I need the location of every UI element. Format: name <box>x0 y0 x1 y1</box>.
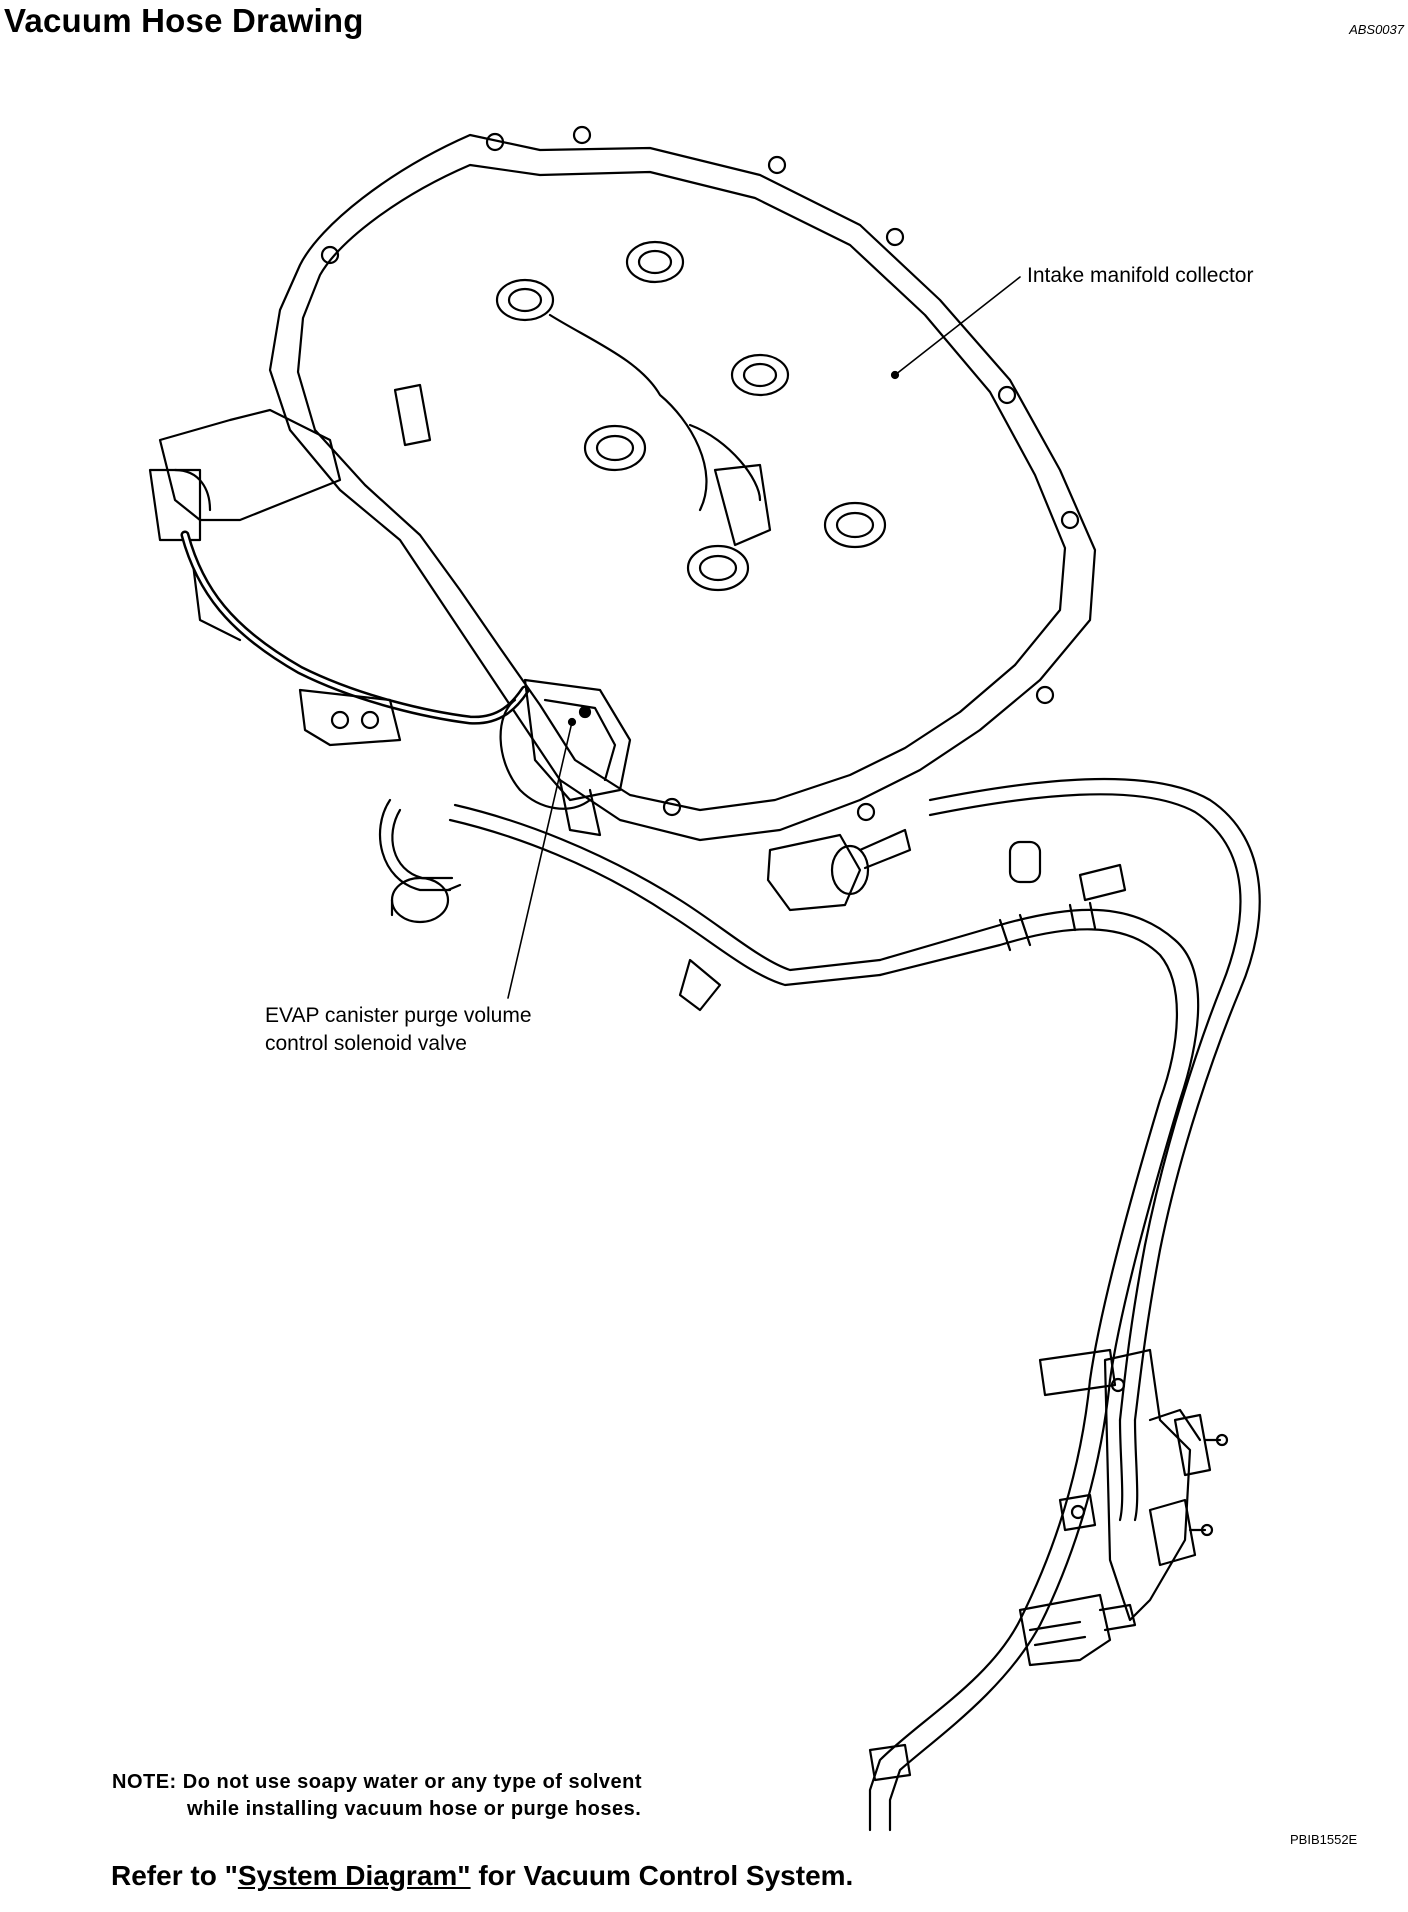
refer-prefix: Refer to " <box>111 1860 238 1891</box>
hose-clamp <box>1038 1348 1117 1397</box>
refer-line: Refer to "System Diagram" for Vacuum Con… <box>111 1860 853 1892</box>
bolt-8 <box>856 802 876 822</box>
note: NOTE: Do not use soapy water or any type… <box>112 1769 642 1823</box>
solenoid-bracket <box>1103 1348 1192 1622</box>
refer-suffix: for Vacuum Control System. <box>470 1860 854 1891</box>
label-evap-line-2: control solenoid valve <box>265 1032 467 1055</box>
vacuum-hose-main-1 <box>878 908 1200 1382</box>
label-evap-line-1: EVAP canister purge volume <box>265 1004 532 1027</box>
connector-lower <box>1018 1593 1112 1667</box>
figure-code: PBIB1552E <box>1290 1832 1358 1847</box>
bolt-6 <box>1060 510 1080 530</box>
connector-left <box>390 876 450 924</box>
bolt-2 <box>572 125 592 145</box>
fuel-fitting <box>766 833 862 912</box>
note-line-1: NOTE: Do not use soapy water or any type… <box>112 1771 643 1793</box>
bolt-4 <box>885 227 905 247</box>
label-intake-manifold-collector: Intake manifold collector <box>1027 264 1254 287</box>
bolt-1 <box>485 132 505 152</box>
vacuum-hose-main-2 <box>928 777 1261 1422</box>
bolt-10 <box>320 245 340 265</box>
bolt-3 <box>767 155 787 175</box>
bolt-9 <box>662 797 682 817</box>
solenoid-lower <box>1148 1498 1197 1567</box>
leader-evap <box>507 721 573 999</box>
system-diagram-link[interactable]: System Diagram" <box>237 1860 471 1891</box>
intake-manifold-outline <box>268 133 1097 842</box>
note-line-2: while installing vacuum hose or purge ho… <box>187 1798 642 1820</box>
evap-solenoid-valve <box>523 678 632 802</box>
bolt-7 <box>1035 685 1055 705</box>
leader-intake <box>894 276 1021 376</box>
solenoid-upper <box>1173 1413 1212 1477</box>
page-title: Vacuum Hose Drawing <box>4 2 364 39</box>
bolt-5 <box>997 385 1017 405</box>
section-code: ABS0037 <box>1349 22 1404 37</box>
